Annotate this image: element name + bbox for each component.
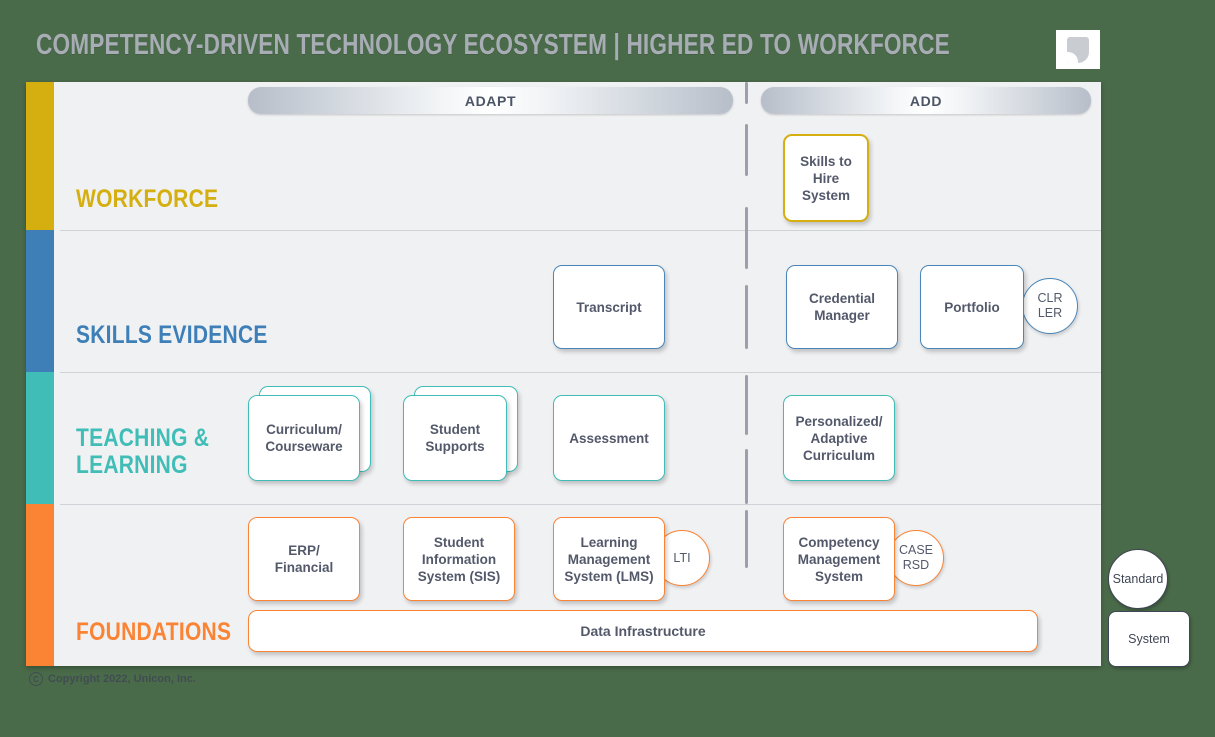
node-erp-financial[interactable]: ERP/ Financial bbox=[248, 517, 360, 601]
node-data-infrastructure[interactable]: Data Infrastructure bbox=[248, 610, 1038, 652]
header-bar: COMPETENCY-DRIVEN TECHNOLOGY ECOSYSTEM |… bbox=[0, 0, 1215, 82]
row-label-workforce: WORKFORCE bbox=[76, 185, 219, 213]
unicon-logo bbox=[1056, 30, 1100, 69]
rail-teaching-learning bbox=[26, 372, 54, 504]
row-separator bbox=[60, 230, 1101, 231]
node-assessment[interactable]: Assessment bbox=[553, 395, 665, 481]
node-personalized-adaptive-curriculum[interactable]: Personalized/ Adaptive Curriculum bbox=[783, 395, 895, 481]
rail-skills-evidence bbox=[26, 230, 54, 372]
node-portfolio[interactable]: Portfolio bbox=[920, 265, 1024, 349]
node-curriculum-courseware[interactable]: Curriculum/ Courseware bbox=[248, 395, 360, 481]
column-header-adapt[interactable]: ADAPT bbox=[248, 87, 733, 114]
row-label-skills-evidence: SKILLS EVIDENCE bbox=[76, 321, 268, 349]
column-divider-dash bbox=[745, 375, 748, 435]
column-header-add[interactable]: ADD bbox=[761, 87, 1091, 114]
node-case-rsd-standard[interactable]: CASE RSD bbox=[888, 530, 944, 586]
node-competency-management-system[interactable]: Competency Management System bbox=[783, 517, 895, 601]
column-divider-dash bbox=[745, 449, 748, 504]
copyright-text: Copyright 2022, Unicon, Inc. bbox=[48, 673, 196, 685]
rail-foundations bbox=[26, 504, 54, 666]
column-divider-dash bbox=[745, 510, 748, 568]
node-clr-ler-standard[interactable]: CLR LER bbox=[1022, 278, 1078, 334]
rail-workforce bbox=[26, 82, 54, 230]
row-separator bbox=[60, 372, 1101, 373]
copyright-icon: C bbox=[29, 672, 43, 686]
node-student-information-system[interactable]: Student Information System (SIS) bbox=[403, 517, 515, 601]
column-divider-dash bbox=[745, 285, 748, 349]
footer-copyright: C Copyright 2022, Unicon, Inc. bbox=[29, 672, 196, 686]
logo-mark bbox=[1067, 36, 1089, 63]
node-transcript[interactable]: Transcript bbox=[553, 265, 665, 349]
row-label-foundations: FOUNDATIONS bbox=[76, 618, 232, 646]
node-student-supports[interactable]: Student Supports bbox=[403, 395, 507, 481]
legend-standard-shape: Standard bbox=[1108, 549, 1168, 609]
node-skills-to-hire-system[interactable]: Skills to Hire System bbox=[783, 134, 869, 222]
node-credential-manager[interactable]: Credential Manager bbox=[786, 265, 898, 349]
column-divider-dash bbox=[745, 207, 748, 269]
legend-system-shape: System bbox=[1108, 611, 1190, 667]
ecosystem-diagram: WORKFORCE SKILLS EVIDENCE TEACHING & LEA… bbox=[26, 82, 1101, 666]
page-title: COMPETENCY-DRIVEN TECHNOLOGY ECOSYSTEM |… bbox=[36, 29, 950, 61]
column-divider-dash bbox=[745, 82, 748, 104]
row-separator bbox=[60, 504, 1101, 505]
node-learning-management-system[interactable]: Learning Management System (LMS) bbox=[553, 517, 665, 601]
column-divider-dash bbox=[745, 124, 748, 176]
row-label-teaching-learning: TEACHING & LEARNING bbox=[76, 424, 210, 479]
